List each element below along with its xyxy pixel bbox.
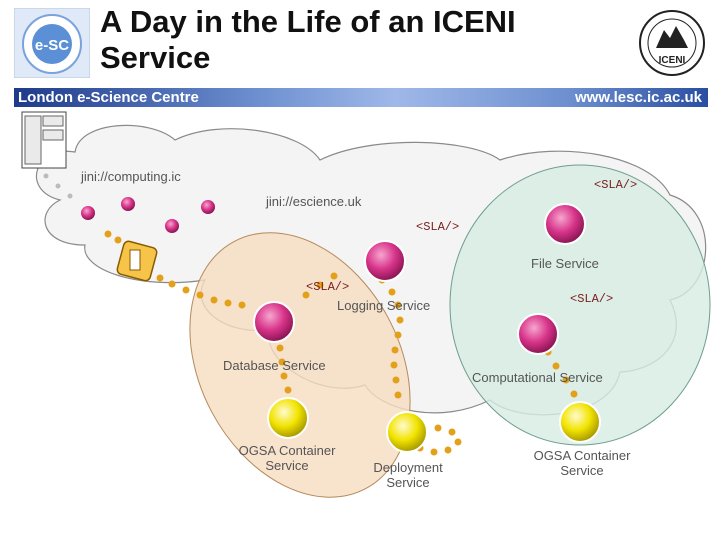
client-icon[interactable] — [116, 240, 158, 282]
connector-dots — [43, 173, 73, 199]
escience-domain-label: jini://escience.uk — [266, 194, 362, 209]
computing-domain-label: jini://computing.ic — [81, 169, 181, 184]
iceni-logo-text: ICENI — [659, 55, 686, 66]
database-service-node[interactable] — [253, 301, 295, 343]
logging-service-node[interactable] — [364, 240, 406, 282]
banner-url: www.lesc.ic.ac.uk — [574, 89, 702, 106]
file-service-label: File Service — [531, 256, 599, 271]
title-line-1: A Day in the Life of an ICENI — [100, 4, 516, 39]
title-line-2: Service — [100, 40, 211, 75]
lesc-logo-text: e-SC — [35, 37, 69, 54]
ogsa-container-right-label: OGSA Container Service — [522, 448, 642, 478]
header-banner: London e-Science Centre www.lesc.ic.ac.u… — [14, 88, 708, 107]
file-service-node[interactable] — [544, 203, 586, 245]
ogsa-container-left-node[interactable] — [267, 397, 309, 439]
sla-tag-logging: <SLA/> — [416, 220, 460, 234]
cloud-node-3[interactable] — [165, 219, 179, 233]
computational-service-node[interactable] — [517, 313, 559, 355]
ogsa-container-left-label: OGSA Container Service — [228, 443, 346, 473]
cloud-node-4[interactable] — [201, 200, 215, 214]
sla-tag-computational: <SLA/> — [570, 292, 614, 306]
deployment-service-node[interactable] — [386, 411, 428, 453]
sla-tag-file: <SLA/> — [594, 178, 638, 192]
deployment-service-label: Deployment Service — [358, 460, 458, 490]
local-region — [189, 232, 411, 498]
server-icon — [21, 111, 67, 169]
ogsa-container-right-node[interactable] — [559, 401, 601, 443]
lesc-logo: e-SC — [14, 8, 90, 78]
slide-title: A Day in the Life of an ICENI Service — [100, 4, 516, 76]
banner-org-name: London e-Science Centre — [18, 89, 199, 106]
ogsa-right-line-2: Service — [560, 463, 604, 478]
cloud-node-1[interactable] — [81, 206, 95, 220]
ogsa-left-line-2: Service — [265, 458, 309, 473]
ogsa-left-line-1: OGSA Container — [238, 443, 336, 458]
deployment-line-1: Deployment — [373, 460, 443, 475]
deployment-line-2: Service — [386, 475, 430, 490]
database-service-label: Database Service — [223, 358, 326, 373]
remote-region — [449, 164, 711, 446]
computational-service-label: Computational Service — [472, 370, 603, 385]
iceni-logo: ICENI — [639, 10, 705, 76]
logging-service-label: Logging Service — [337, 298, 431, 313]
sla-tag-database: <SLA/> — [306, 280, 350, 294]
cloud-node-2[interactable] — [121, 197, 135, 211]
ogsa-right-line-1: OGSA Container — [533, 448, 631, 463]
